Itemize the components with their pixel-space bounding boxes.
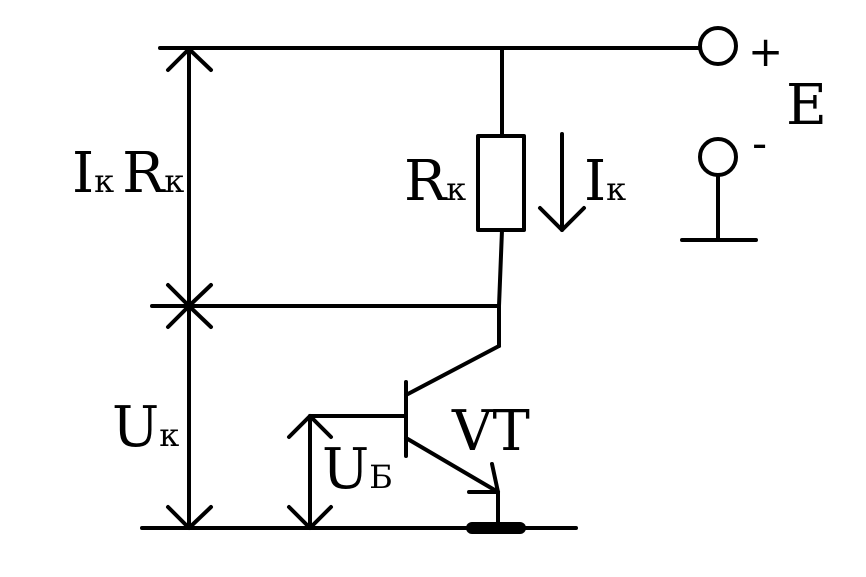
ub-arrow-top: [287, 414, 333, 439]
uk-arrow-bottom: [166, 505, 213, 530]
label-minus: -: [752, 119, 767, 168]
ik-rk-arrow-top: [166, 47, 213, 72]
label-vt: VT: [451, 399, 530, 464]
negative-terminal: [698, 137, 738, 177]
transistor-emitter: [404, 436, 500, 494]
ub-arrow-bottom: [287, 505, 333, 530]
collector-resistor: [476, 134, 526, 232]
label-ub: UБ: [322, 437, 393, 502]
label-uk: Uк: [112, 395, 179, 460]
resistor-bottom-lead: [497, 228, 504, 308]
current-arrow-head: [538, 206, 586, 232]
positive-terminal: [698, 26, 738, 66]
transistor-collector: [404, 344, 501, 397]
label-plus: +: [748, 27, 783, 76]
label-ik: Iк: [584, 149, 626, 214]
uk-arrow-top: [166, 304, 213, 329]
label-rk: Rк: [404, 149, 466, 214]
label-e: E: [786, 73, 827, 138]
